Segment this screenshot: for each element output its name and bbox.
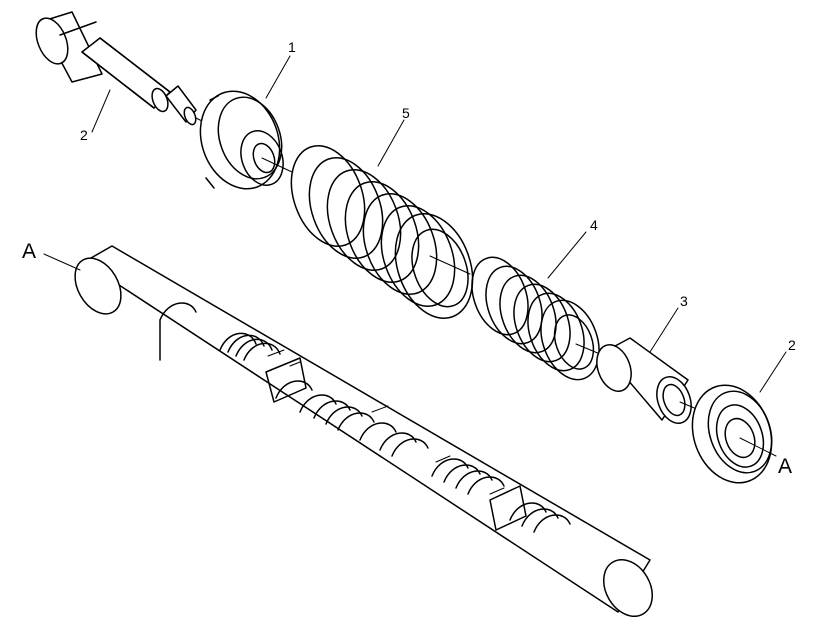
leader-lines — [43, 55, 787, 393]
spring-seat — [199, 90, 293, 190]
callout-part-3: 3 — [680, 293, 688, 309]
callout-ref-a-right: A — [778, 455, 792, 478]
callout-part-2-upper: 2 — [80, 127, 88, 143]
callout-part-2-lower: 2 — [788, 337, 796, 353]
piston-upper — [35, 11, 213, 127]
valve-spool — [74, 245, 653, 617]
callouts: 1 2 5 4 3 2 A A — [22, 39, 796, 478]
sleeve — [596, 337, 705, 424]
callout-part-4: 4 — [590, 217, 598, 233]
callout-part-1: 1 — [288, 39, 296, 55]
callout-ref-a-left: A — [22, 240, 36, 263]
retainer-lower — [691, 384, 777, 484]
outer-spring — [290, 145, 474, 319]
inner-spring — [471, 256, 601, 381]
callout-part-5: 5 — [402, 105, 410, 121]
